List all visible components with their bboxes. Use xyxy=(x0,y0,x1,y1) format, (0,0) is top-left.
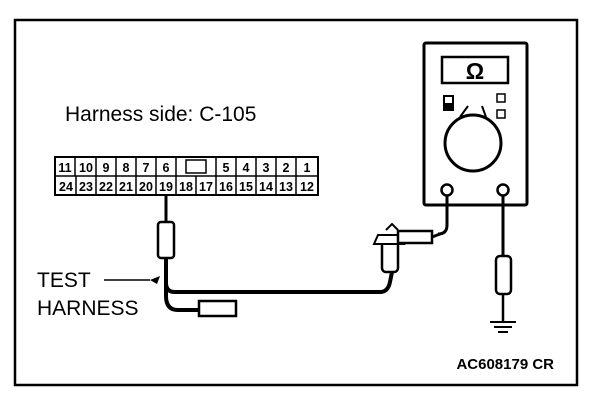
harness-side-label: Harness side: C-105 xyxy=(65,103,256,126)
harness-label: HARNESS xyxy=(37,297,139,320)
pin-label: 6 xyxy=(163,161,170,175)
pin-label: 16 xyxy=(219,180,233,194)
terminal-ohm xyxy=(496,183,510,197)
pin-label: 10 xyxy=(79,161,93,175)
pin-label: 21 xyxy=(119,180,133,194)
ground-probe xyxy=(494,254,513,296)
pin-label: 20 xyxy=(139,180,153,194)
diagram-frame xyxy=(13,18,579,387)
pin-label: 22 xyxy=(99,180,113,194)
pin-label: 5 xyxy=(223,161,230,175)
ohmmeter-dial xyxy=(443,113,503,173)
test-label: TEST xyxy=(37,269,91,292)
pin-label: 7 xyxy=(143,161,150,175)
pin-label: 1 xyxy=(304,161,311,175)
test-harness-probe xyxy=(156,195,394,318)
pin-label: 24 xyxy=(59,180,73,194)
connector-c105: 11 10 9 8 7 6 5 4 3 2 1 24 23 22 21 20 1… xyxy=(54,156,319,196)
pin-label: 14 xyxy=(259,180,273,194)
pin-label: 23 xyxy=(79,180,93,194)
test-harness-plug xyxy=(197,299,238,318)
pin-label: 4 xyxy=(243,161,250,175)
ohm-symbol: Ω xyxy=(466,58,484,84)
connector-lock-tab xyxy=(185,159,207,174)
ground-icon xyxy=(490,321,516,333)
pin-label-19: 19 xyxy=(159,180,173,194)
terminal-com xyxy=(440,183,454,197)
pin-label: 8 xyxy=(123,161,130,175)
leader-arrow xyxy=(150,276,160,284)
probe-connector-end xyxy=(156,220,176,260)
test-harness-wire xyxy=(164,258,394,294)
figure-code: AC608179 CR xyxy=(456,356,554,373)
alligator-clip xyxy=(372,222,441,274)
test-harness-branch xyxy=(164,258,200,312)
pin-label: 17 xyxy=(199,180,213,194)
pin-label: 11 xyxy=(58,161,71,175)
pin-label: 3 xyxy=(263,161,270,175)
ohmmeter-icon: Ω xyxy=(422,41,529,207)
pin-label: 9 xyxy=(103,161,110,175)
ohmmeter-display xyxy=(440,55,510,85)
meter-lead-left xyxy=(437,196,449,236)
pin-label: 13 xyxy=(279,180,293,194)
pin-label: 12 xyxy=(300,180,314,194)
pin-label: 18 xyxy=(179,180,193,194)
pin-label: 2 xyxy=(283,161,290,175)
pin-label: 15 xyxy=(239,180,253,194)
